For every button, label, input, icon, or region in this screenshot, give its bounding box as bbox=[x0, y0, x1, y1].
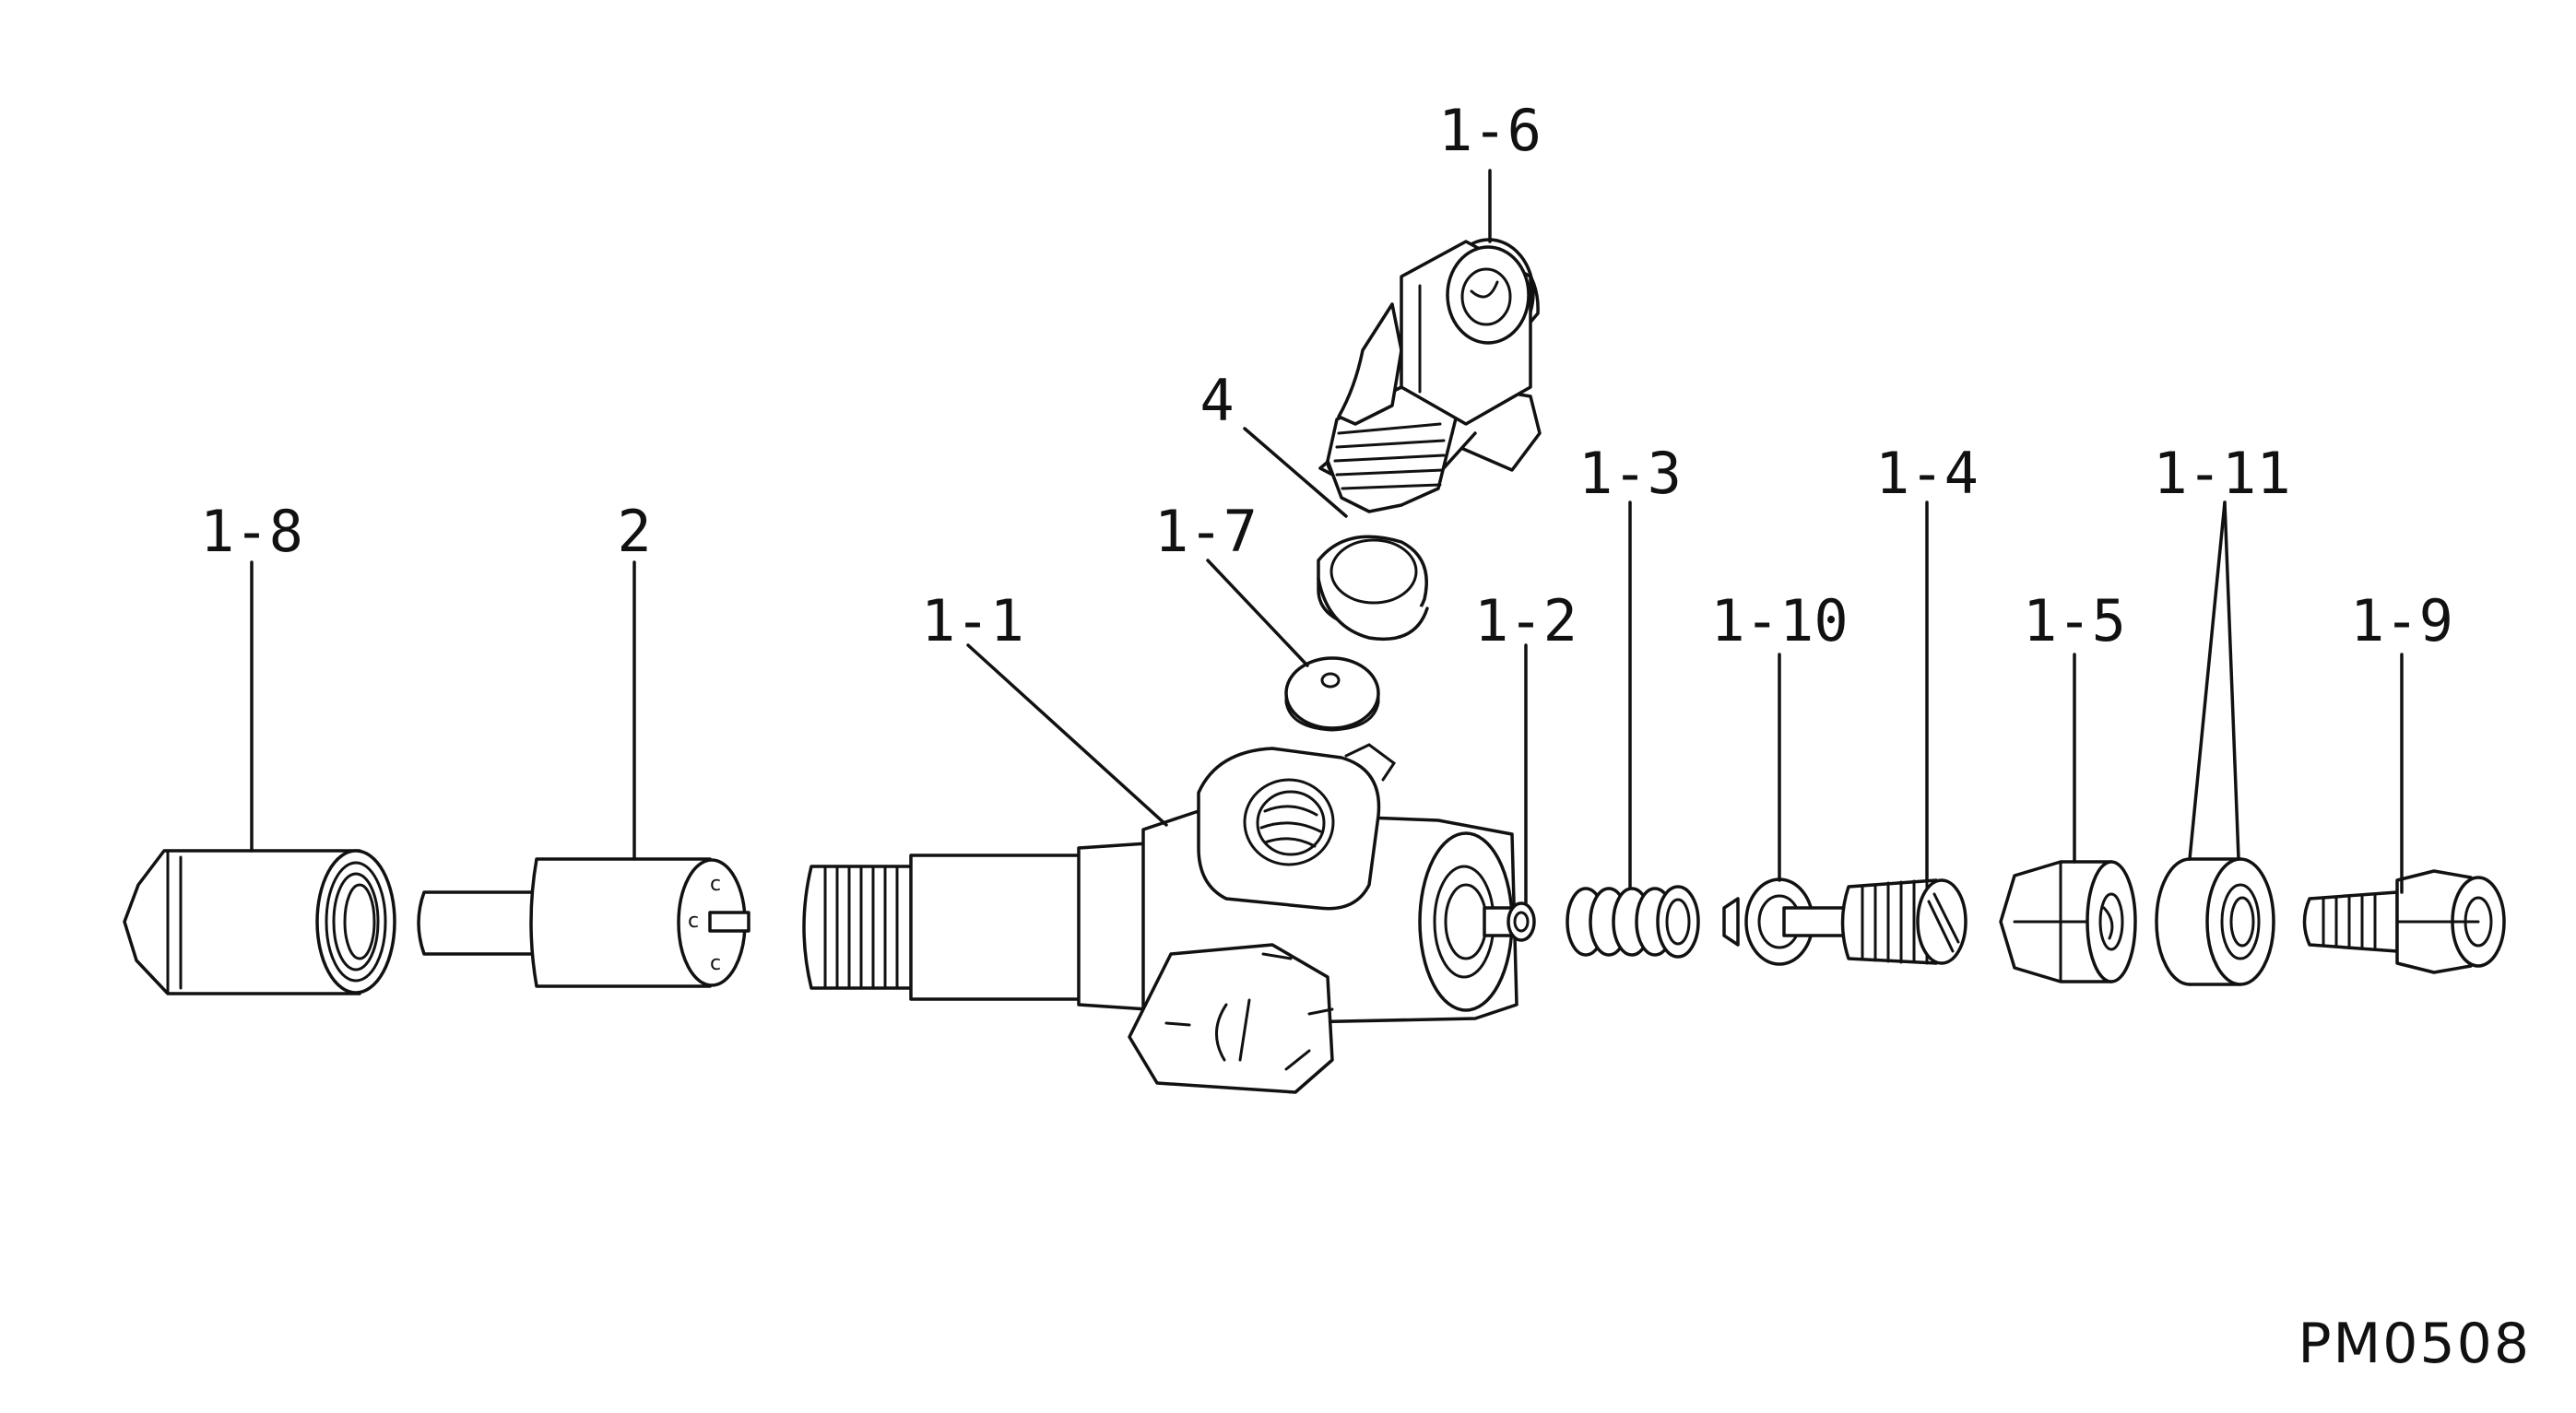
part-2-nozzle: c c c bbox=[417, 857, 750, 988]
part-1-3-spring bbox=[1566, 885, 1700, 959]
part-4-gasket-ring bbox=[1317, 535, 1429, 642]
part-1-11-gaskets bbox=[2155, 857, 2275, 986]
leader-1-11-b bbox=[2223, 500, 2240, 861]
leader-1-7 bbox=[1206, 559, 1309, 667]
callout-1-3: 1-3 bbox=[1578, 440, 1682, 507]
part-1-9-bolt bbox=[2302, 869, 2506, 974]
callout-1-11: 1-11 bbox=[2153, 440, 2290, 507]
callout-1-7: 1-7 bbox=[1154, 498, 1258, 565]
callout-1-9: 1-9 bbox=[2350, 587, 2453, 654]
callout-1-10: 1-10 bbox=[1710, 587, 1848, 654]
callout-1-4: 1-4 bbox=[1875, 440, 1979, 507]
callout-1-5: 1-5 bbox=[2023, 587, 2126, 654]
part-1-10-spindle bbox=[1722, 877, 1850, 966]
part-1-8-nozzle-nut bbox=[123, 849, 396, 995]
nozzle-mark-bottom: c bbox=[710, 952, 721, 975]
leader-1-1 bbox=[966, 643, 1168, 827]
callout-1-8: 1-8 bbox=[200, 498, 303, 565]
part-1-6-inlet-connector bbox=[1318, 238, 1542, 513]
nozzle-mark-left: c bbox=[688, 910, 699, 933]
callout-1-1: 1-1 bbox=[921, 587, 1024, 654]
part-1-7-washer bbox=[1284, 656, 1380, 732]
callout-1-2: 1-2 bbox=[1474, 587, 1578, 654]
callout-4: 4 bbox=[1199, 367, 1234, 434]
callout-1-6: 1-6 bbox=[1438, 97, 1542, 164]
nozzle-mark-top: c bbox=[710, 873, 721, 896]
leader-lines bbox=[250, 169, 2404, 905]
drawing-code: PM0508 bbox=[2298, 1312, 2531, 1376]
part-1-1-injector-body bbox=[802, 743, 1518, 1094]
leader-4 bbox=[1243, 427, 1348, 518]
part-1-2-pin bbox=[1483, 901, 1536, 942]
part-1-5-cap-nut bbox=[1999, 860, 2137, 983]
leader-1-11-a bbox=[2188, 500, 2227, 861]
part-1-4-adjusting-screw bbox=[1840, 878, 1967, 965]
callout-2: 2 bbox=[617, 498, 651, 565]
callout-labels: 1-8 2 1-1 1-7 4 1-6 1-2 1-3 1-10 1-4 1-5… bbox=[200, 97, 2453, 654]
